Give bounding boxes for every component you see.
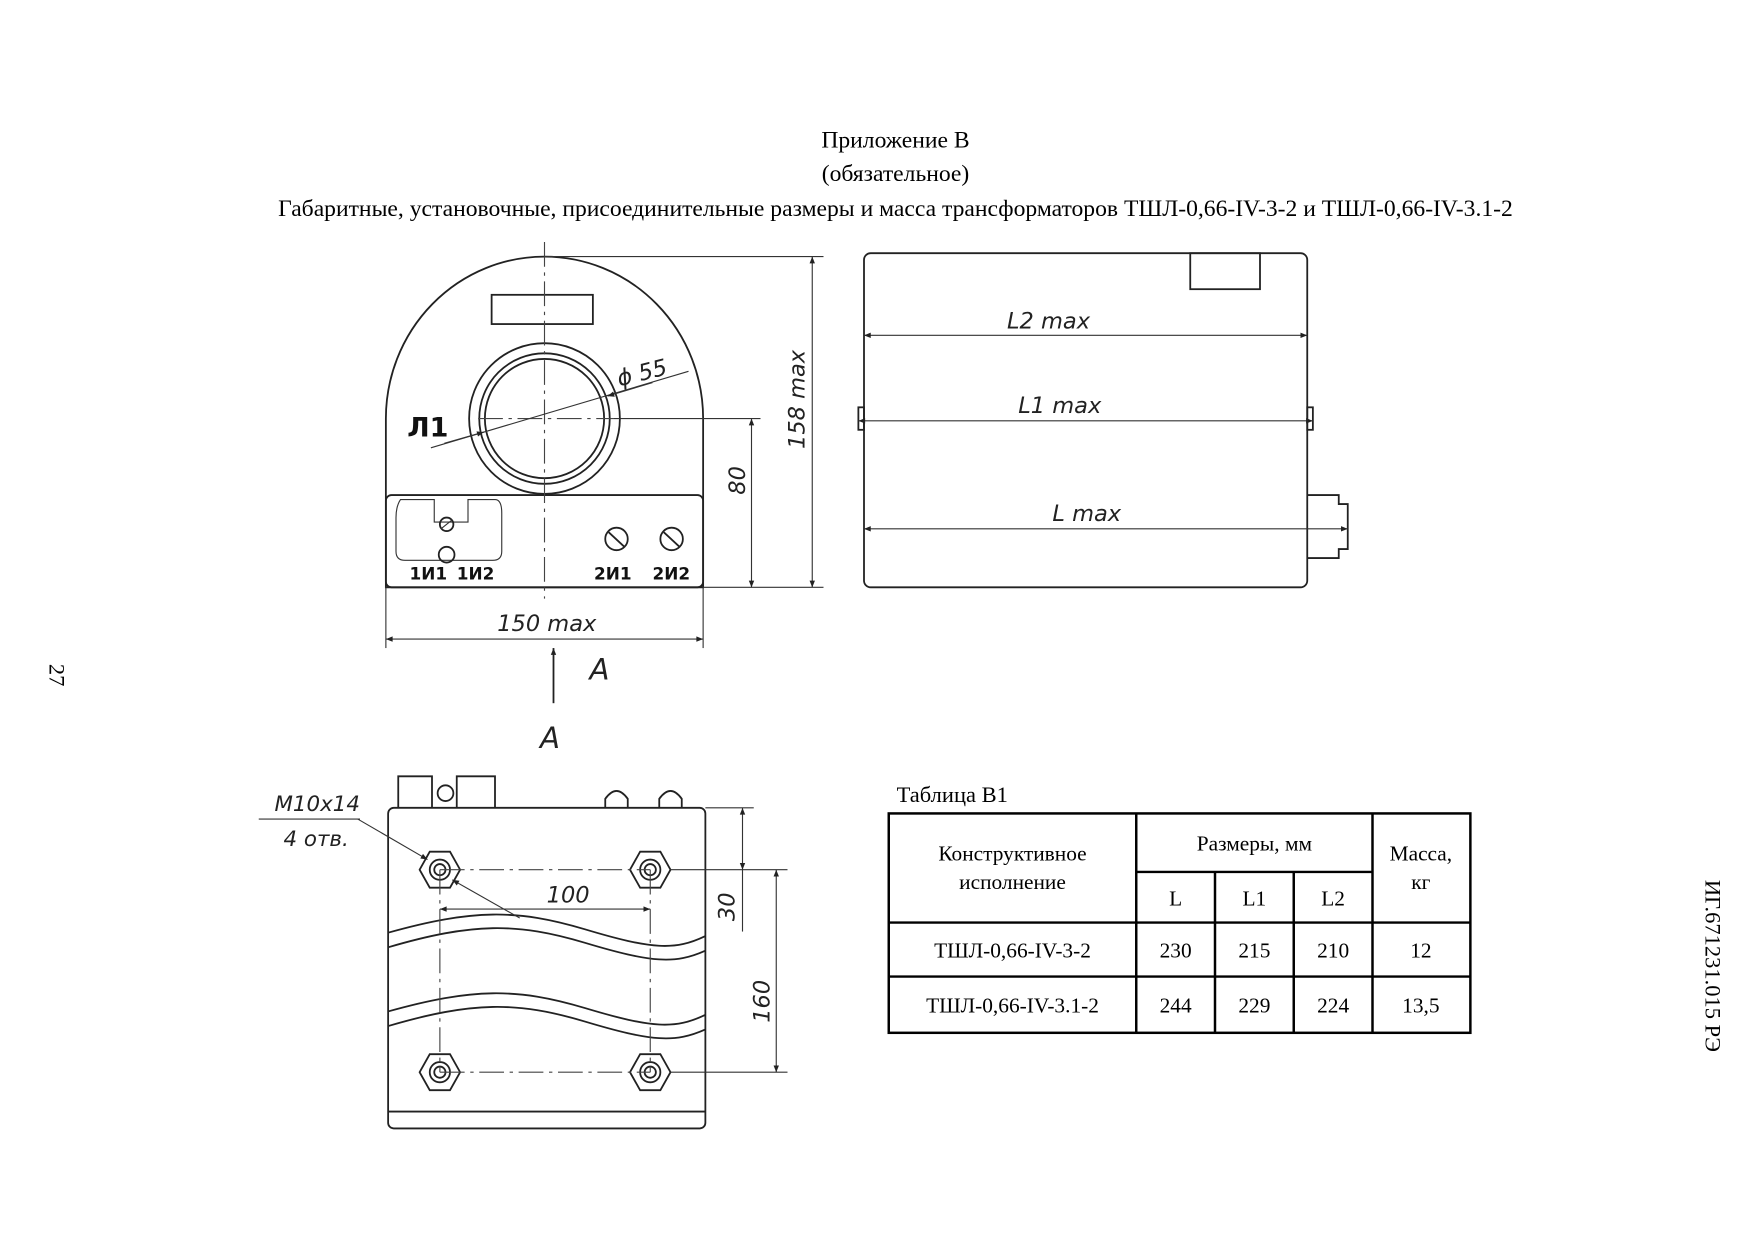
screw-icon	[604, 526, 629, 552]
width-dim: 150 max	[497, 611, 597, 637]
cell-variant: ТШЛ-0,66-IV-3-2	[934, 938, 1091, 962]
side-connector	[1307, 494, 1349, 559]
side-view: L2 max L1 max L max	[857, 252, 1349, 589]
header-l: L	[1169, 887, 1182, 911]
table-row: ТШЛ-0,66-IV-3-2 230 215 210 12	[934, 938, 1431, 962]
offset-dim: 30	[715, 892, 741, 921]
terminal-label: 1И2	[457, 563, 495, 583]
appendix-status: (обязательное)	[822, 161, 970, 187]
page-number: 27	[45, 664, 70, 687]
header-dims: Размеры, мм	[1197, 832, 1313, 856]
break-line	[387, 927, 706, 961]
table-b1: Таблица В1 Конструктивное исполнение Раз…	[887, 782, 1472, 1035]
screw-icon	[438, 516, 455, 532]
header-variant: исполнение	[959, 870, 1066, 894]
l2-dim: L2 max	[1007, 309, 1091, 335]
spacing-dim: 100	[547, 882, 590, 908]
front-view: 1И1 1И2 2И1 2И2 Л1 ϕ 55 158 max 80 150 m…	[384, 241, 824, 704]
cell-l: 244	[1160, 994, 1192, 1018]
header-variant: Конструктивное	[938, 842, 1086, 866]
height-dim: 158 max	[784, 349, 810, 449]
break-line	[387, 913, 706, 947]
terminal-label: 2И1	[594, 563, 632, 583]
screw-icon	[437, 545, 456, 564]
nameplate-window	[490, 293, 594, 325]
hole-count: 4 отв.	[284, 827, 349, 852]
terminal-label: 2И2	[653, 563, 691, 583]
primary-terminal-label: Л1	[407, 413, 448, 444]
cell-l2: 224	[1317, 994, 1349, 1018]
screw-icon	[659, 526, 684, 552]
hole-spec: М10х14	[275, 792, 360, 817]
cell-l2: 210	[1317, 938, 1349, 962]
l1-dim: L1 max	[1018, 393, 1102, 419]
header-mass: Масса,	[1390, 842, 1453, 866]
cell-l1: 215	[1238, 938, 1270, 962]
cell-l: 230	[1160, 938, 1192, 962]
diameter-dim: ϕ 55	[614, 355, 669, 392]
terminal-block	[395, 499, 503, 561]
cell-l1: 229	[1238, 994, 1270, 1018]
table-row: ТШЛ-0,66-IV-3.1-2 244 229 224 13,5	[926, 994, 1440, 1018]
page-title: Габаритные, установочные, присоединитель…	[278, 196, 1513, 222]
table-caption: Таблица В1	[897, 782, 1008, 807]
header-l2: L2	[1321, 887, 1345, 911]
cell-variant: ТШЛ-0,66-IV-3.1-2	[926, 994, 1099, 1018]
view-title: A	[538, 721, 560, 755]
bottom-view: A 100 30 160 М10х14	[258, 721, 788, 1130]
center-height-dim: 80	[725, 466, 751, 495]
side-nameplate	[1189, 252, 1261, 291]
header-mass: кг	[1411, 870, 1430, 894]
cell-mass: 13,5	[1402, 994, 1439, 1018]
view-arrow-label: A	[588, 653, 610, 687]
cell-mass: 12	[1410, 938, 1431, 962]
appendix-label: Приложение В	[821, 127, 969, 153]
bottom-housing	[387, 806, 707, 1130]
header-l1: L1	[1243, 887, 1267, 911]
l-dim: L max	[1052, 501, 1121, 527]
pitch-dim: 160	[750, 980, 776, 1023]
terminal-label: 1И1	[410, 563, 448, 583]
break-line	[387, 1005, 706, 1040]
break-line	[387, 992, 706, 1026]
bolt-holes	[418, 850, 672, 1092]
document-code: ИГ.671231.015 РЭ	[1701, 880, 1726, 1052]
